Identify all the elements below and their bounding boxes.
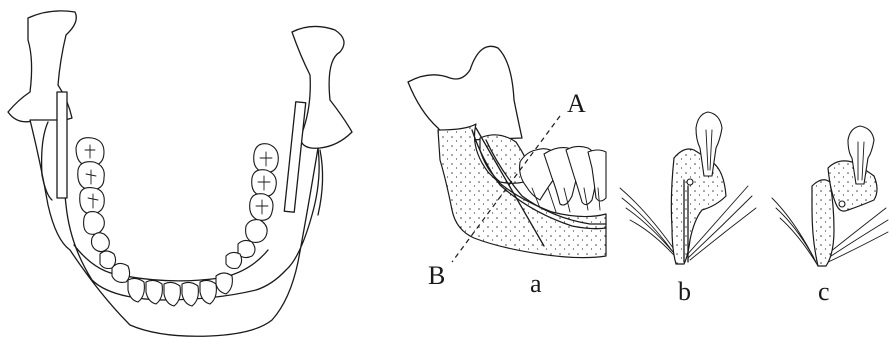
alveolar-bone-c-right bbox=[828, 161, 877, 211]
lateral-view-panel-a: A B a bbox=[408, 46, 606, 298]
cross-section-panel-b: b bbox=[620, 112, 756, 306]
panel-label-a: a bbox=[530, 269, 542, 298]
ramus bbox=[408, 46, 522, 140]
left-bar bbox=[57, 92, 67, 198]
panel-label-c: c bbox=[818, 277, 830, 306]
right-teeth-row bbox=[226, 144, 278, 269]
left-teeth-row bbox=[76, 138, 116, 269]
mandible-top-view bbox=[8, 11, 352, 336]
alveolar-bone-b bbox=[671, 149, 726, 264]
right-bar bbox=[284, 102, 305, 212]
alveolar-bone-c-left bbox=[812, 180, 834, 266]
cross-section-panel-c: c bbox=[772, 126, 888, 306]
label-b-lower: B bbox=[428, 261, 445, 290]
lateral-molars bbox=[520, 146, 606, 212]
panel-label-b: b bbox=[678, 277, 691, 306]
label-a-upper: A bbox=[567, 89, 586, 118]
